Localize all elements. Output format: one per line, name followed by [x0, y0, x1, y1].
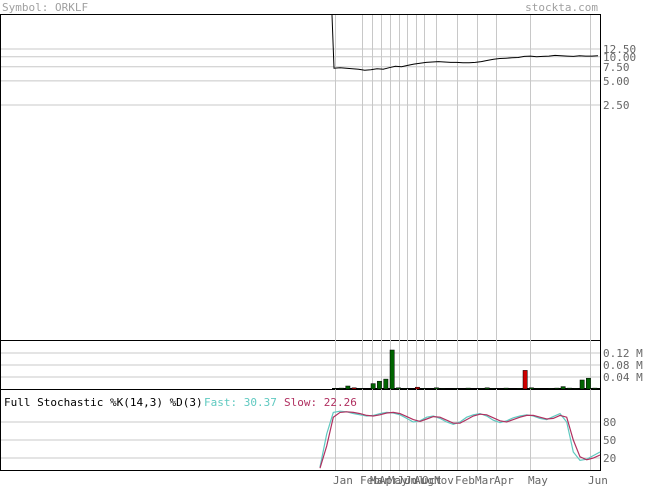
volume-bar: [560, 386, 566, 390]
brand-label: stockta.com: [525, 1, 598, 14]
stochastic-y-tick-label: 50: [603, 434, 616, 447]
volume-bar: [383, 378, 389, 390]
slow-line: [319, 411, 601, 469]
volume-bar: [465, 387, 471, 390]
volume-bar: [567, 387, 572, 390]
stochastic-y-tick-label: 80: [603, 416, 616, 429]
price-y-tick-label: 12.50: [603, 43, 636, 56]
x-tick-label: Feb: [455, 474, 475, 486]
volume-bar: [440, 388, 446, 390]
price-series: [331, 14, 599, 71]
volume-bar: [529, 387, 534, 390]
stochastic-title: Full Stochastic %K(14,3) %D(3): [4, 396, 203, 409]
volume-y-tick-label: 0.08 M: [603, 359, 643, 372]
volume-bar: [339, 387, 344, 390]
volume-bar: [554, 387, 560, 390]
x-tick-label: Aug: [414, 474, 434, 486]
symbol-label: Symbol: ORKLF: [2, 1, 88, 14]
volume-bar: [453, 388, 458, 390]
x-tick-label: Jul: [405, 474, 425, 486]
x-tick-label: Apr: [494, 474, 514, 486]
volume-bar: [548, 388, 553, 390]
volume-bar: [592, 387, 598, 390]
x-tick-label: Jan: [333, 474, 353, 486]
volume-bars: [332, 349, 600, 390]
volume-y-tick-label: 0.04 M: [603, 371, 643, 384]
x-tick-label: Mar: [370, 474, 390, 486]
stochastic-y-tick-label: 20: [603, 452, 616, 465]
volume-bar: [484, 387, 490, 390]
volume-bar: [332, 388, 338, 390]
price-y-tick-label: 7.50: [603, 61, 630, 74]
volume-bar: [396, 387, 401, 390]
x-tick-label: May: [388, 474, 408, 486]
x-tick-label: Jun: [588, 474, 608, 486]
volume-bar: [358, 388, 363, 390]
volume-bar: [389, 349, 395, 390]
volume-bar: [345, 385, 351, 390]
volume-bar: [522, 370, 528, 390]
price-panel-frame: [0, 14, 601, 341]
stochastic-series: [319, 410, 601, 469]
fast-value-label: Fast: 30.37: [204, 396, 277, 409]
volume-bar: [573, 388, 579, 390]
price-y-tick-label: 5.00: [603, 75, 630, 88]
x-tick-label: Jun: [397, 474, 417, 486]
volume-bar: [351, 387, 357, 390]
x-tick-label: May: [528, 474, 548, 486]
volume-bar: [402, 388, 408, 390]
volume-bar: [503, 387, 509, 390]
volume-bar: [586, 377, 591, 390]
volume-bar: [415, 386, 420, 390]
x-tick-label: Mar: [475, 474, 495, 486]
volume-bar: [370, 383, 376, 390]
volume-bar: [579, 379, 585, 390]
volume-bar: [535, 388, 541, 390]
price-y-tick-label: 2.50: [603, 99, 630, 112]
x-tick-label: Apr: [379, 474, 399, 486]
volume-y-tick-label: 0.12 M: [603, 347, 643, 360]
volume-bar: [491, 388, 496, 390]
x-tick-label: Feb: [360, 474, 380, 486]
stochastic-panel-frame: [0, 389, 601, 471]
volume-bar: [421, 388, 427, 390]
price-line: [331, 14, 599, 71]
slow-value-label: Slow: 22.26: [284, 396, 357, 409]
volume-bar: [516, 388, 522, 390]
volume-bar: [377, 380, 382, 390]
volume-bar: [434, 387, 439, 390]
x-tick-label: Oct: [422, 474, 442, 486]
x-tick-label: Nov: [434, 474, 454, 486]
volume-bar: [478, 388, 484, 390]
price-y-tick-label: 10.00: [603, 51, 636, 64]
grid-lines: [1, 15, 600, 470]
